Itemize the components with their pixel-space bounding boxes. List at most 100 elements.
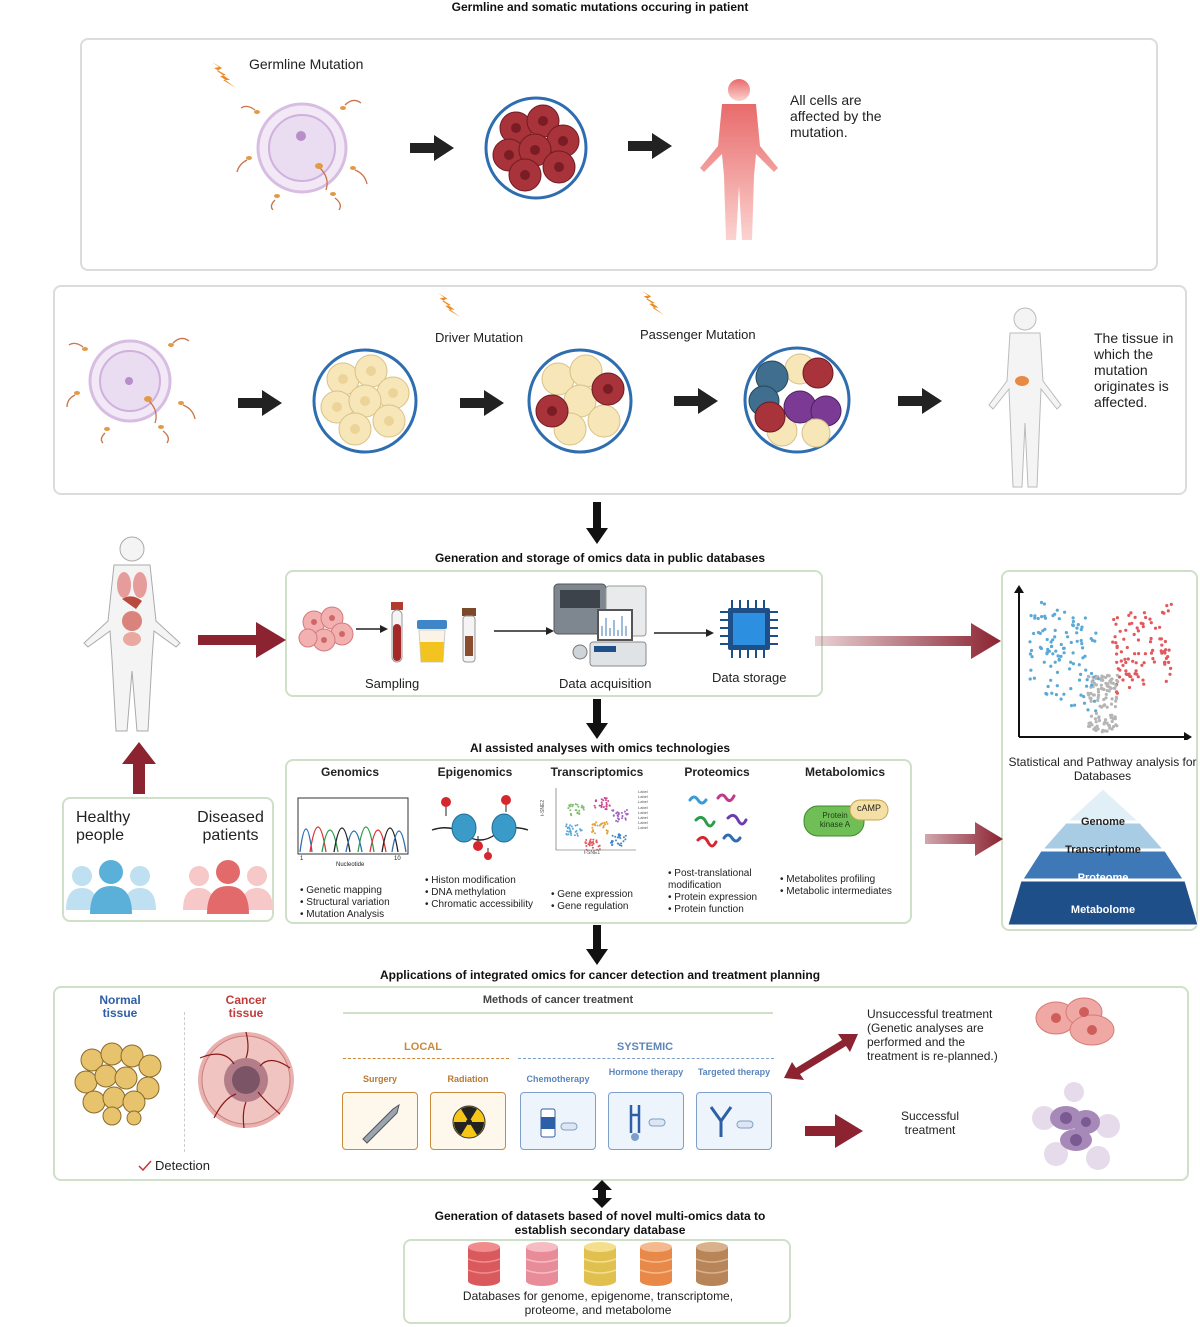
volcano-point <box>1126 657 1130 661</box>
somatic-outcome: The tissue in which the mutation origina… <box>1094 330 1174 410</box>
tsne-point <box>576 812 579 815</box>
volcano-point <box>1149 651 1154 655</box>
volcano-point <box>1038 645 1042 649</box>
tsne-point <box>592 842 595 845</box>
tsne-point <box>600 822 603 825</box>
tsne-point <box>622 836 625 839</box>
tsne-point <box>624 818 627 821</box>
tsne-point <box>614 835 617 838</box>
volcano-point <box>1114 690 1119 694</box>
tsne-point <box>625 812 628 815</box>
volcano-point <box>1071 619 1075 624</box>
driver-cell-cluster-icon <box>527 348 633 454</box>
volcano-point <box>1076 623 1080 627</box>
tsne-point <box>566 827 569 830</box>
volcano-point <box>1040 615 1044 619</box>
volcano-point <box>1050 691 1054 695</box>
dying-cells-icon <box>1032 1082 1120 1170</box>
blood-tube-icon <box>391 602 403 663</box>
volcano-point <box>1053 660 1057 664</box>
tsne-point <box>605 821 608 823</box>
volcano-point <box>1104 681 1108 685</box>
tsne-legend-item: Label <box>638 820 648 826</box>
volcano-point <box>1114 684 1118 688</box>
tissue-divider <box>184 1012 185 1152</box>
tsne-point <box>589 838 592 841</box>
volcano-point <box>1108 686 1112 690</box>
tsne-point <box>565 825 568 828</box>
tsne-point <box>592 838 595 841</box>
tsne-point <box>569 809 572 812</box>
metabolomics-item: Metabolites profiling <box>780 874 892 886</box>
volcano-point <box>1134 661 1138 665</box>
volcano-point <box>1110 719 1114 724</box>
database-icon-epigenome <box>525 1242 559 1286</box>
tsne-point <box>569 830 572 833</box>
tsne-point <box>617 817 620 820</box>
volcano-point <box>1096 698 1100 702</box>
volcano-point <box>1115 616 1119 620</box>
volcano-point <box>1142 661 1146 665</box>
volcano-point <box>1116 667 1120 671</box>
tsne-point <box>596 824 599 827</box>
volcano-point <box>1111 725 1116 729</box>
volcano-point <box>1098 704 1102 708</box>
volcano-point <box>1090 638 1095 642</box>
tsne-point <box>611 844 613 847</box>
tsne-point <box>600 804 603 807</box>
arrow-icon <box>460 390 504 416</box>
volcano-point <box>1119 659 1123 663</box>
volcano-point <box>1082 695 1086 699</box>
volcano-point <box>1125 645 1129 650</box>
genomics-item: Genetic mapping <box>300 885 390 897</box>
volcano-point <box>1134 669 1138 673</box>
healthy-people-icon <box>66 860 156 914</box>
tsne-point <box>606 822 609 825</box>
pyramid-label-transcriptome: Transcriptome <box>1065 844 1141 856</box>
volcano-point <box>1152 660 1156 664</box>
tsne-point <box>616 836 619 839</box>
volcano-point <box>1090 723 1094 727</box>
local-label: LOCAL <box>404 1041 442 1053</box>
tsne-point <box>588 841 591 844</box>
tsne-point <box>604 799 607 802</box>
volcano-point <box>1053 628 1057 632</box>
metabolomics-list: Metabolites profiling Metabolic intermed… <box>780 874 892 898</box>
volcano-point <box>1051 652 1055 656</box>
tsne-point <box>589 840 591 843</box>
secondary-caption: Databases for genome, epigenome, transcr… <box>462 1289 734 1317</box>
pyramid-metabolome <box>1008 880 1198 926</box>
volcano-point <box>1057 657 1061 661</box>
stool-tube-icon <box>462 608 476 663</box>
red-arrow-icon <box>815 623 1001 659</box>
volcano-point <box>1104 696 1108 700</box>
tsne-point <box>621 815 624 817</box>
volcano-point <box>1051 614 1055 618</box>
volcano-point <box>1059 642 1063 647</box>
volcano-point <box>1075 631 1079 635</box>
small-arrow-icon <box>654 629 714 637</box>
tsne-point <box>600 801 603 804</box>
volcano-point <box>1099 683 1103 687</box>
volcano-point <box>1071 662 1075 666</box>
small-arrow-icon <box>494 627 554 635</box>
volcano-point <box>1115 645 1119 650</box>
volcano-point <box>1080 625 1084 629</box>
volcano-point <box>1109 681 1113 685</box>
volcano-point <box>1081 646 1085 650</box>
data-storage-label: Data storage <box>712 670 787 685</box>
germline-outcome: All cells are affected by the mutation. <box>790 92 882 140</box>
volcano-point <box>1073 703 1077 707</box>
tsne-point <box>577 805 580 808</box>
tsne-point <box>591 844 594 847</box>
localized-body-icon <box>988 307 1062 488</box>
germline-bolt-icon <box>212 62 236 88</box>
volcano-point <box>1079 638 1083 643</box>
tsne-point <box>623 810 626 813</box>
methods-title: Methods of cancer treatment <box>482 994 634 1006</box>
tsne-legend: Label Label Label Label Label Label Labe… <box>638 789 648 831</box>
tsne-point <box>620 811 623 814</box>
surgery-box <box>342 1092 418 1150</box>
volcano-point <box>1122 637 1126 641</box>
tsne-point <box>584 842 587 845</box>
